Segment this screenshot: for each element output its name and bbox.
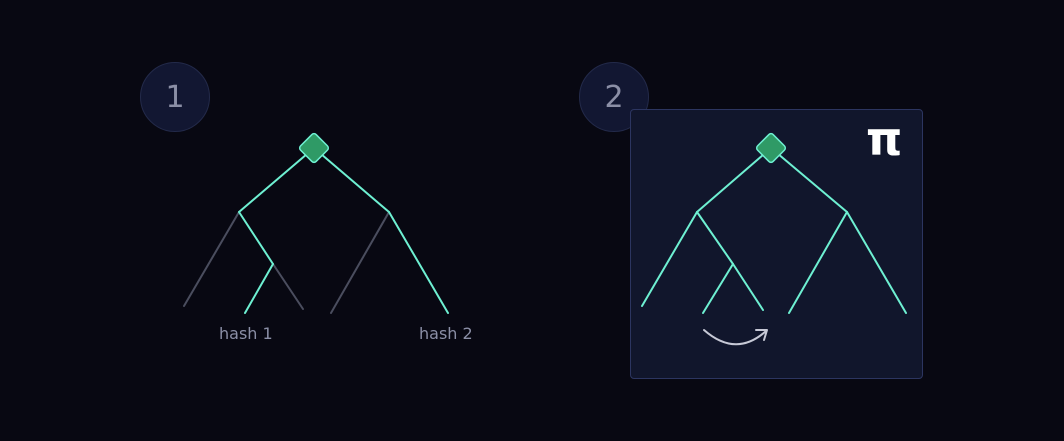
tree-2-edges — [641, 147, 907, 314]
tree-2-edge-inner-right — [732, 263, 764, 311]
tree-1-edge-root-left — [238, 147, 315, 213]
tree-1-edge-right-left — [330, 211, 390, 314]
swap-arrow-icon — [703, 329, 768, 346]
proof-symbol: π — [866, 112, 903, 166]
tree-1-path-edges — [238, 147, 449, 314]
tree-2-edge-right-right — [846, 211, 907, 314]
tree-1-root-node-icon — [298, 132, 330, 164]
tree-1-edge-left-leaf — [183, 211, 240, 307]
tree-2-edge-right-left — [788, 211, 848, 314]
tree-2-edge-root-left — [696, 147, 772, 213]
tree-2-edge-left-leaf — [641, 211, 698, 307]
tree-1-edge-root-right — [313, 147, 390, 213]
hash-1-label: hash 1 — [219, 324, 273, 343]
tree-1-edge-right-leaf — [388, 211, 449, 314]
step-1-badge: 1 — [140, 62, 210, 132]
tree-2-edge-inner-left — [702, 263, 734, 314]
tree-2-edge-root-right — [770, 147, 848, 213]
tree-1-edge-left-inner — [238, 211, 274, 265]
tree-1-edge-inner-leaf — [244, 263, 274, 314]
tree-1-inactive-edges — [183, 211, 390, 314]
tree-1-edge-inner-right — [272, 263, 304, 310]
hash-2-label: hash 2 — [419, 324, 473, 343]
tree-2-edge-left-inner — [696, 211, 734, 265]
tree-2-root-node-icon — [755, 132, 787, 164]
